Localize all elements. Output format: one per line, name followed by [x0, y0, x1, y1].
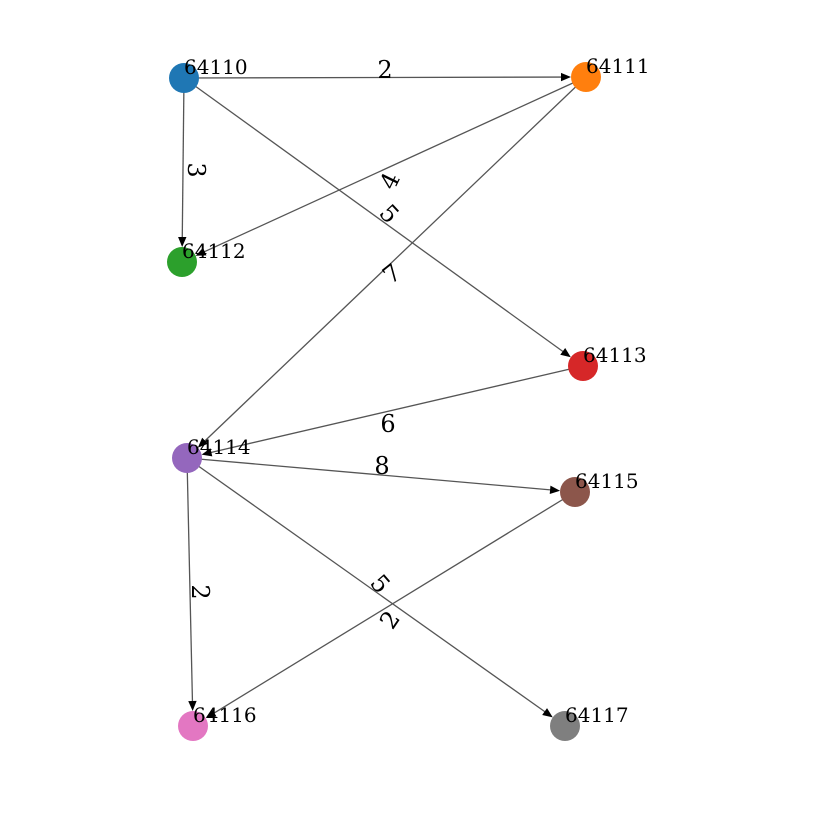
- arrowhead: [197, 437, 208, 448]
- edge-64110-64112: [178, 77, 187, 248]
- edge-64111-64114: [197, 76, 587, 448]
- node-64110: [169, 63, 199, 93]
- node-label: 64111: [586, 54, 650, 78]
- edge-64111-64112: [195, 76, 587, 256]
- edge-64114-64116: [186, 457, 197, 712]
- edge-weight-label: 4: [374, 168, 406, 194]
- node-label: 64112: [182, 239, 246, 263]
- node-64115: [560, 477, 590, 507]
- edge-line: [208, 491, 576, 717]
- arrowhead: [205, 709, 217, 719]
- edge-line: [183, 76, 568, 79]
- edge-line: [186, 457, 194, 708]
- edge-64114-64117: [186, 457, 553, 718]
- edge-64113-64114: [201, 365, 584, 457]
- edge-weight-label: 8: [374, 452, 389, 480]
- node-label: 64114: [187, 435, 251, 459]
- arrowhead: [549, 485, 561, 495]
- edges-layer: [178, 72, 587, 719]
- edge-weight-label: 2: [377, 56, 392, 84]
- edge-64110-64111: [183, 72, 572, 82]
- node-64111: [571, 62, 601, 92]
- node-64113: [568, 351, 598, 381]
- node-label: 64113: [583, 343, 647, 367]
- edge-line: [205, 365, 584, 455]
- node-label: 64116: [193, 703, 257, 727]
- node-labels-layer: 64110 64111 64112 64113 64114 64115 64116 64117: [182, 54, 650, 727]
- edge-line: [200, 76, 587, 446]
- edge-weight-label: 5: [374, 199, 405, 229]
- edge-weight-label: 2: [186, 584, 214, 599]
- arrowhead: [201, 448, 213, 457]
- node-label: 64115: [575, 469, 639, 493]
- node-label: 64110: [184, 55, 248, 79]
- node-64112: [167, 247, 197, 277]
- arrowhead: [195, 247, 207, 256]
- edge-line: [186, 457, 550, 716]
- arrowhead: [178, 236, 187, 248]
- arrowhead: [560, 72, 572, 82]
- edge-line: [199, 76, 587, 255]
- node-64117: [550, 711, 580, 741]
- arrowhead: [188, 700, 197, 712]
- edge-line: [183, 77, 568, 356]
- node-64114: [172, 443, 202, 473]
- edge-line: [181, 77, 185, 244]
- edge-line: [186, 457, 557, 491]
- arrowhead: [542, 708, 553, 718]
- edge-64110-64113: [183, 77, 571, 358]
- edge-weight-label: 6: [380, 410, 395, 438]
- edge-weight-label: 7: [377, 258, 406, 289]
- edge-weight-label: 3: [182, 162, 210, 177]
- edge-64115-64116: [205, 491, 576, 719]
- node-64116: [178, 711, 208, 741]
- nodes-layer: [167, 62, 601, 741]
- edge-64114-64115: [186, 457, 561, 495]
- arrowhead: [560, 347, 571, 358]
- node-label: 64117: [565, 703, 629, 727]
